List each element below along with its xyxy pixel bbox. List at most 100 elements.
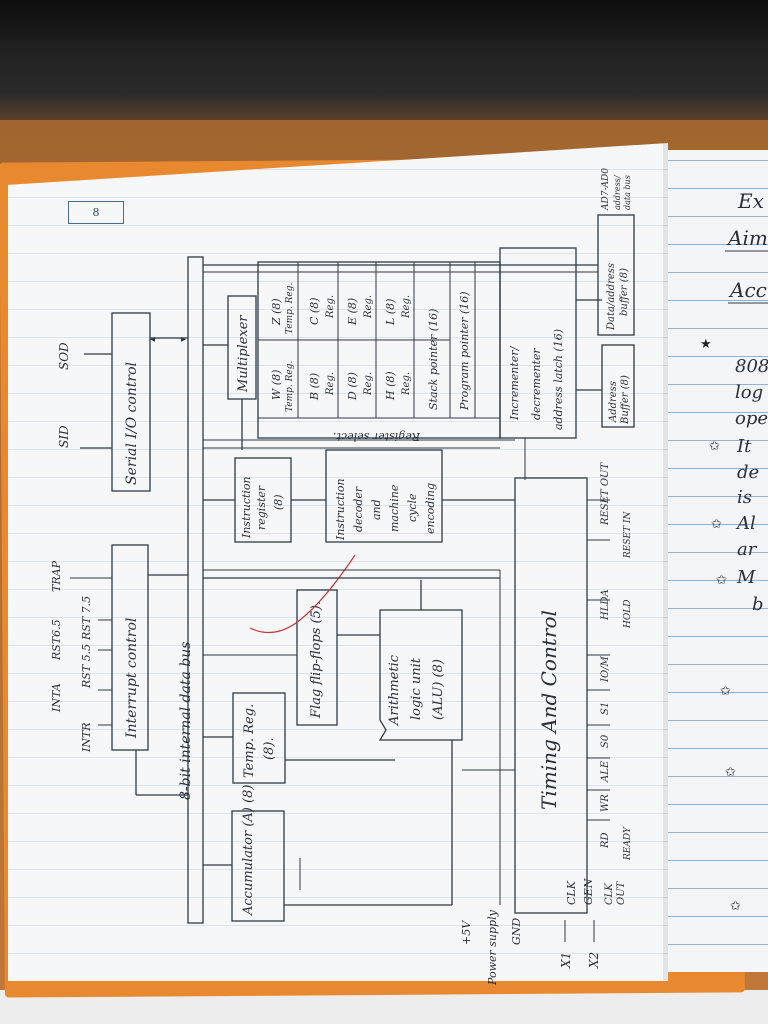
- ready-label: READY: [623, 826, 633, 861]
- internal-data-bus: [187, 256, 204, 924]
- io-m-label: IO/M: [600, 655, 611, 683]
- clk-out-label-2: OUT: [616, 880, 627, 905]
- reg-h: H (8): [384, 371, 397, 401]
- alu: [378, 609, 463, 741]
- decoder-label-4: machine: [388, 484, 401, 532]
- timing-and-control: [514, 477, 588, 914]
- s0-label: S0: [600, 734, 611, 748]
- accumulator: [231, 810, 285, 922]
- temp-register: [232, 692, 286, 784]
- sod-label: SOD: [57, 342, 71, 370]
- reg-w: W (8): [270, 370, 283, 400]
- addr-buf-label-2: Buffer (8): [620, 375, 631, 425]
- star-icon: ✩: [730, 899, 741, 914]
- flag-flip-flops: [296, 589, 338, 726]
- timing-label: Timing And Control: [537, 610, 561, 810]
- interrupt-label: Interrupt control: [124, 618, 140, 739]
- reg-pc: Program pointer (16): [458, 291, 471, 411]
- reg-e: E (8): [346, 298, 359, 326]
- background-top: [0, 0, 768, 40]
- ale-label: ALE: [600, 760, 611, 783]
- star-icon: ★: [700, 337, 712, 352]
- reg-w-type: Temp. Reg.: [285, 360, 295, 412]
- gnd-label: GND: [510, 918, 523, 945]
- ad-label-2: address/: [613, 174, 622, 210]
- rp-l5: de: [737, 462, 759, 483]
- instr-reg-label-2: register: [255, 485, 268, 530]
- reg-b: B (8): [308, 373, 321, 401]
- alu-label-2: logic unit: [409, 657, 424, 720]
- wr-label: WR: [600, 794, 611, 812]
- x1-label: X1: [559, 952, 573, 969]
- reg-d: D (8): [346, 372, 359, 401]
- bus-label: 8-bit internal data bus: [178, 642, 194, 800]
- reg-sp: Stack pointer (16): [427, 309, 440, 410]
- instr-reg-label-1: Instruction: [240, 476, 253, 539]
- reg-l: L (8): [384, 299, 397, 326]
- star-icon: ✩: [709, 439, 720, 454]
- data-address-buffer: [597, 214, 635, 336]
- page-number-box: 8: [68, 201, 124, 224]
- s1-label: S1: [600, 702, 611, 715]
- instruction-decoder: [325, 449, 443, 543]
- rp-l4: It: [736, 436, 752, 457]
- x2-label: X2: [587, 952, 601, 969]
- reg-c: C (8): [308, 298, 321, 326]
- register-select-label: Register select.: [333, 430, 421, 443]
- reg-e-type: Reg.: [363, 295, 374, 319]
- intr-label: INTR: [80, 722, 93, 753]
- star-icon: ✩: [711, 517, 722, 532]
- data-buf-label-2: buffer (8): [619, 268, 630, 316]
- power-supply-label: Power supply: [486, 909, 499, 986]
- star-icon: ✩: [716, 573, 727, 588]
- reg-l-type: Reg.: [401, 295, 412, 319]
- trap-label: TRAP: [50, 560, 63, 592]
- multiplexer-label: Multiplexer: [236, 315, 251, 393]
- rp-l7: Al: [735, 513, 756, 534]
- clk-out-label-1: CLK: [604, 883, 615, 905]
- rp-l9: M: [736, 567, 756, 588]
- rp-aim: Aim: [726, 226, 768, 250]
- rp-l3: ope: [735, 408, 768, 429]
- inc-label-2: decrementer: [530, 348, 543, 420]
- clk-gen-label-2: GEN: [582, 878, 595, 905]
- data-buf-label-1: Data/address: [606, 263, 617, 331]
- star-icon: ✩: [720, 684, 731, 699]
- rst65-label: RST6.5: [50, 619, 63, 661]
- reg-h-type: Reg.: [401, 372, 412, 396]
- ad-label-1: AD7-AD0: [601, 168, 611, 211]
- reg-b-type: Reg.: [325, 372, 336, 396]
- incrementer-latch: [499, 247, 577, 439]
- arrow-icon: ▸: [181, 334, 186, 345]
- clk-gen-label-1: CLK: [565, 880, 578, 905]
- rp-acc: Acc: [728, 278, 767, 302]
- rst55-label: RST 5.5: [80, 644, 93, 689]
- decoder-label-2: decoder: [352, 486, 365, 532]
- reg-c-type: Reg.: [325, 295, 336, 319]
- serial-io-control: [111, 312, 151, 492]
- alu-label-1: Arithmetic: [387, 654, 402, 726]
- ad-label-3: data bus: [623, 175, 632, 210]
- star-icon: ✩: [725, 765, 736, 780]
- reset-out-label: RESET OUT: [600, 462, 611, 526]
- rp-l8: ar: [737, 539, 758, 560]
- interrupt-control: [111, 544, 149, 751]
- rp-l10: b: [752, 594, 764, 615]
- decoder-label-6: encoding: [424, 483, 437, 534]
- instr-reg-label-3: (8): [272, 494, 285, 510]
- hlda-label: HLDA: [600, 589, 611, 621]
- arrow-icon: ◂: [150, 334, 155, 345]
- page-number: 8: [92, 206, 100, 219]
- hold-label: HOLD: [623, 600, 633, 629]
- rp-ex: Ex: [737, 189, 764, 213]
- rp-l1: 808: [735, 356, 768, 377]
- alu-label-3: (ALU) (8): [431, 659, 446, 720]
- rst75-label: RST 7.5: [80, 596, 93, 641]
- flag-label: Flag flip-flops (5).: [309, 601, 324, 719]
- decoder-label-3: and: [370, 499, 383, 520]
- red-pen-mark: [249, 554, 356, 634]
- accumulator-label: Accumulator (A) (8): [241, 785, 256, 916]
- rp-l2: log: [735, 382, 763, 403]
- reset-in-label: RESET IN: [623, 510, 633, 559]
